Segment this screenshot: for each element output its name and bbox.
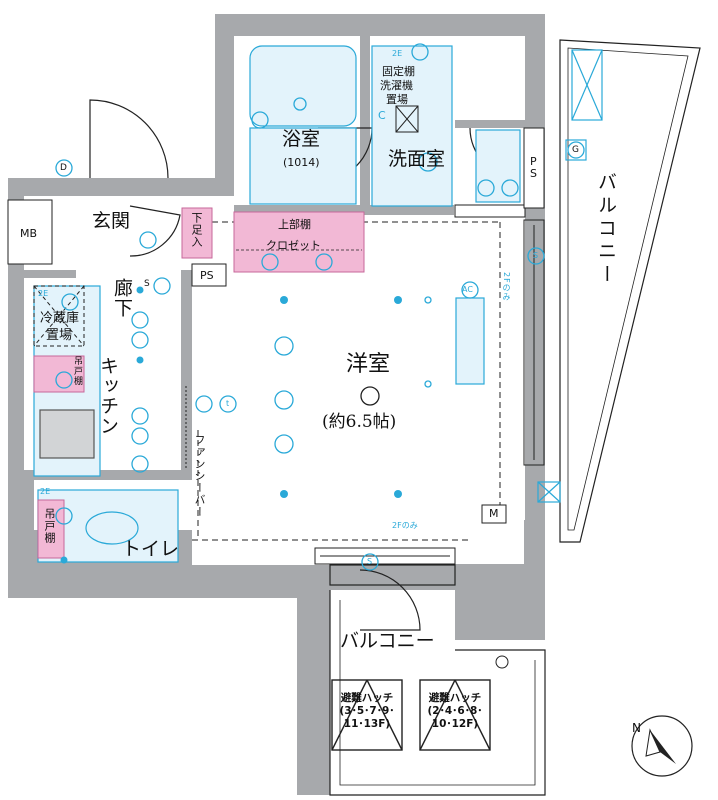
toilet-cabinet-label: 吊戸棚 — [43, 508, 56, 544]
stove — [39, 409, 95, 459]
washroom-basin — [371, 45, 453, 207]
washroom-label: 洗面室 — [388, 148, 446, 170]
evac-hatch-even-line2: 10･12F) — [431, 718, 479, 730]
bathtub — [249, 45, 357, 127]
bottom-balcony — [329, 564, 546, 796]
compass — [631, 715, 693, 777]
hatch-outlines — [331, 679, 491, 751]
m-box — [481, 504, 507, 524]
kitchen-cabinet-label: 吊戸棚 — [72, 356, 82, 386]
fixed-shelf-label: 固定棚 — [382, 65, 415, 78]
entrance-label: 玄関 — [92, 210, 131, 232]
ac-label: AC — [462, 285, 473, 294]
washer-space-label-2: 置場 — [386, 93, 408, 106]
evac-hatch-odd: 避難ハッチ (3･5･7･9･ 11･13F) — [334, 688, 400, 750]
balcony-door — [359, 569, 421, 631]
outlets — [55, 43, 585, 571]
compass-north-label: N — [632, 721, 641, 735]
evac-hatch-even: 避難ハッチ (2･4･6･8･ 10･12F) — [422, 688, 488, 750]
evac-hatch-odd-line1: (3･5･7･9･ — [339, 705, 395, 717]
interior-walls — [24, 36, 525, 530]
washer-space-label-1: 洗濯機 — [380, 79, 413, 92]
fancy-bar-label: ファンシーバー — [193, 434, 206, 518]
bathroom-label: 浴室 — [282, 128, 321, 150]
ps-box-hall — [191, 263, 227, 287]
two-f-only-bottom-label: 2Fのみ — [392, 521, 418, 530]
t-label: t — [226, 399, 230, 408]
evac-hatch-odd-line2: 11･13F) — [343, 718, 391, 730]
ps-wash-label-1: P — [530, 155, 537, 168]
balcony-boxes — [537, 49, 603, 503]
evac-hatch-odd-title: 避難ハッチ — [340, 692, 394, 704]
c-label: C — [378, 109, 386, 122]
washer-space-mark — [395, 105, 419, 133]
kitchen-label: キッチン — [97, 356, 119, 436]
s-hall-label: S — [144, 279, 150, 289]
d-label: D — [60, 163, 67, 173]
e-toilet-label: 2E — [40, 487, 51, 496]
bath-floor — [249, 127, 357, 205]
two-f-only-right-label: 2Fのみ — [502, 272, 511, 302]
ps-hall-label: PS — [200, 269, 214, 282]
entry-door — [129, 205, 181, 257]
bathroom-size-label: (1014) — [283, 156, 320, 169]
e-wash-label: 2E — [392, 49, 403, 58]
fridge-space-label-1: 冷蔵庫 — [40, 311, 80, 326]
closet-area — [233, 211, 365, 273]
toilet-bowl — [85, 511, 139, 545]
shoe-box-label: 下足入 — [190, 212, 203, 248]
s-room-label: S — [533, 251, 539, 260]
s-bottom-label: S — [367, 557, 373, 566]
evac-hatch-even-title: 避難ハッチ — [428, 692, 482, 704]
mb-box — [7, 199, 53, 265]
evac-hatch-even-line1: (2･4･6･8･ — [427, 705, 483, 717]
fixtures — [33, 45, 521, 563]
side-balcony — [559, 39, 701, 543]
closet-label: クロゼット — [266, 239, 321, 252]
ceiling-lights — [60, 286, 402, 564]
mb-label: MB — [20, 227, 38, 240]
shoe-box-area — [181, 207, 213, 259]
m-box-label: M — [489, 507, 499, 520]
western-room-size-label: (約6.5帖) — [322, 412, 397, 432]
g-label: G — [572, 145, 579, 155]
e-kitchen-label: 2E — [38, 289, 49, 298]
front-door — [89, 99, 169, 179]
balcony-bottom-label: バルコニー — [340, 630, 435, 652]
fridge-space-mark — [33, 285, 85, 347]
ps-wash-label-2: S — [530, 167, 537, 180]
toilet-label: トイレ — [122, 538, 180, 560]
hallway-label: 廊下 — [111, 278, 133, 318]
wash-vanity — [475, 129, 521, 203]
upper-shelf-label: 上部棚 — [278, 218, 311, 231]
ac-unit — [455, 297, 485, 385]
fridge-space-label-2: 置場 — [46, 328, 73, 343]
western-room-label: 洋室 — [346, 352, 391, 377]
balcony-side-label: バルコニー — [595, 172, 617, 287]
ps-box-wash — [523, 127, 545, 209]
